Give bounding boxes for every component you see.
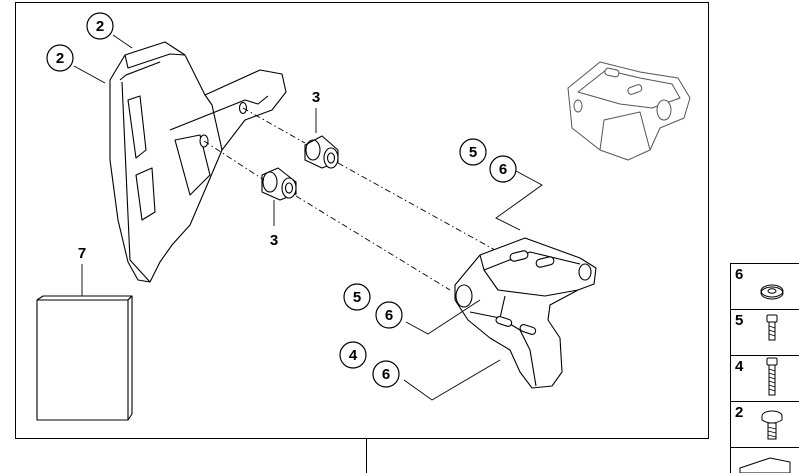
legend-cell [730, 309, 799, 356]
long-screw-icon [766, 357, 778, 396]
callout-3-top: 3 [312, 89, 320, 106]
callout-label: 4 [349, 347, 358, 364]
callout-label: 6 [499, 161, 507, 178]
callout-2-left: 2 [46, 44, 74, 72]
callout-label: 3 [270, 232, 278, 249]
callout-3-bottom: 3 [270, 232, 278, 249]
callout-7: 7 [78, 245, 86, 262]
legend-cell [730, 355, 799, 402]
fastener-legend: 6 5 4 2 [730, 263, 799, 473]
legend-number: 2 [735, 404, 743, 421]
leader-lines [73, 34, 543, 401]
callout-4: 4 [339, 341, 367, 369]
bracket-illustration [454, 237, 597, 389]
kit-package-illustration [36, 295, 133, 421]
callout-5-upper: 5 [459, 138, 487, 166]
callout-5-mid: 5 [343, 283, 371, 311]
callout-label: 5 [469, 144, 477, 161]
callout-2-top: 2 [86, 12, 114, 40]
callout-label: 2 [96, 18, 104, 35]
short-screw-icon [766, 314, 778, 341]
callout-label: 3 [312, 89, 320, 106]
legend-number: 5 [735, 312, 743, 329]
assembly-lines [203, 107, 496, 291]
spacer-lower-illustration [261, 167, 297, 201]
legend-number: 4 [735, 358, 744, 375]
spacer-upper-illustration [304, 135, 339, 169]
bracket-plate-icon [739, 457, 791, 473]
callout-6-mid: 6 [375, 301, 403, 329]
legend-number: 6 [735, 266, 743, 283]
callout-label: 7 [78, 245, 86, 262]
callout-label: 6 [385, 307, 393, 324]
callout-6-upper: 6 [489, 155, 517, 183]
legend-cell [730, 401, 799, 448]
callout-label: 5 [353, 289, 361, 306]
diagram-frame [15, 2, 709, 439]
callout-label: 2 [56, 50, 64, 67]
mounting-plate-illustration [109, 41, 287, 283]
washer-icon [760, 284, 784, 300]
callout-label: 6 [382, 366, 390, 383]
pan-head-screw-icon [761, 410, 783, 440]
callout-6-lower: 6 [372, 360, 400, 388]
ghost-bracket-illustration [567, 61, 691, 161]
